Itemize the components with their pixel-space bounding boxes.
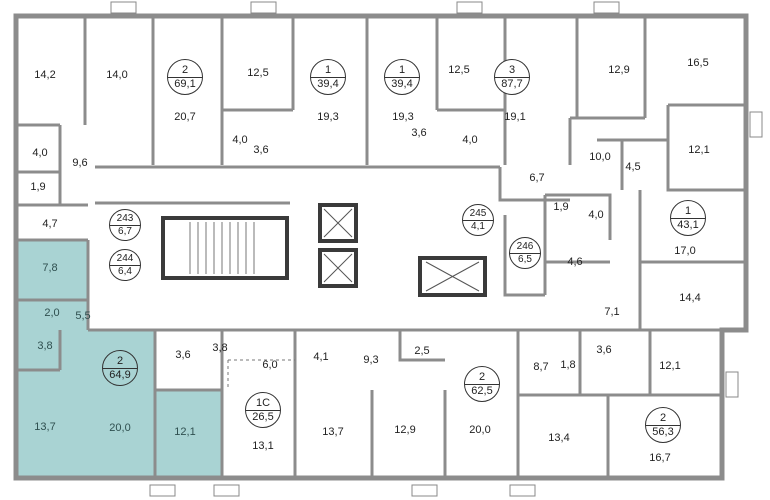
- utility-number: 244: [110, 253, 140, 266]
- room-area: 17,0: [674, 245, 696, 257]
- apartment-area: 87,7: [501, 77, 523, 90]
- utility-number: 246: [510, 241, 540, 254]
- room-area: 4,6: [567, 256, 583, 268]
- room-area: 12,1: [659, 360, 681, 372]
- room-area: 19,3: [392, 111, 414, 123]
- room-area: 1,9: [30, 181, 46, 193]
- apartment-area: 26,5: [252, 410, 274, 423]
- utility-area: 6,4: [118, 265, 132, 277]
- room-area: 3,6: [596, 344, 612, 356]
- room-area: 6,7: [529, 172, 545, 184]
- room-count: 2: [465, 371, 499, 385]
- room-area: 3,6: [253, 144, 269, 156]
- room-area: 14,0: [106, 69, 128, 81]
- room-area: 4,0: [588, 209, 604, 221]
- apartment-area: 43,1: [677, 218, 699, 231]
- room-area: 4,7: [42, 218, 58, 230]
- room-count: 1: [311, 64, 345, 78]
- room-area: 12,5: [448, 64, 470, 76]
- stairs-icon: [189, 222, 255, 274]
- room-area: 20,0: [109, 422, 131, 434]
- inner-walls: [16, 16, 746, 478]
- balconies: [110, 1, 763, 497]
- room-area: 12,1: [174, 426, 196, 438]
- room-count: 1: [385, 64, 419, 78]
- room-area: 6,0: [262, 359, 278, 371]
- room-area: 19,3: [317, 111, 339, 123]
- room-area: 16,7: [649, 452, 671, 464]
- apartment-area: 39,4: [391, 77, 413, 90]
- room-area: 4,1: [313, 351, 329, 363]
- apartment-area: 62,5: [471, 384, 493, 397]
- room-area: 12,9: [608, 64, 630, 76]
- room-area: 9,3: [363, 354, 379, 366]
- room-area: 14,2: [34, 69, 56, 81]
- apartment-area: 39,4: [317, 77, 339, 90]
- room-area: 3,8: [212, 342, 228, 354]
- utility-number: 243: [110, 213, 140, 226]
- room-area: 20,0: [469, 424, 491, 436]
- room-area: 16,5: [687, 57, 709, 69]
- room-area: 12,5: [247, 67, 269, 79]
- apartment-area: 64,9: [109, 368, 131, 381]
- room-count: 2: [168, 64, 202, 78]
- room-area: 13,4: [548, 432, 570, 444]
- outer-wall: [13, 13, 749, 481]
- room-area: 4,0: [32, 147, 48, 159]
- room-area: 12,9: [394, 424, 416, 436]
- utility-number: 245: [463, 208, 493, 221]
- room-area: 8,7: [533, 361, 549, 373]
- room-count: 2: [646, 412, 680, 426]
- room-area: 3,6: [411, 127, 427, 139]
- room-area: 3,8: [37, 340, 53, 352]
- utility-area: 4,1: [471, 220, 485, 232]
- room-area: 13,7: [34, 421, 56, 433]
- room-count: 1С: [246, 397, 280, 411]
- apartment-area: 69,1: [174, 77, 196, 90]
- room-area: 3,6: [175, 349, 191, 361]
- room-area: 12,1: [688, 144, 710, 156]
- room-area: 9,6: [72, 157, 88, 169]
- room-area: 1,9: [553, 201, 569, 213]
- room-area: 4,5: [625, 161, 641, 173]
- room-area: 1,8: [560, 359, 576, 371]
- room-count: 1: [671, 205, 705, 219]
- room-area: 10,0: [589, 151, 611, 163]
- room-area: 2,5: [414, 345, 430, 357]
- room-area: 19,1: [504, 111, 526, 123]
- utility-area: 6,5: [518, 253, 532, 265]
- room-area: 14,4: [679, 292, 701, 304]
- room-count: 3: [495, 64, 529, 78]
- room-area: 2,0: [44, 307, 60, 319]
- core-walls: [161, 203, 487, 297]
- room-count: 2: [103, 355, 137, 369]
- room-area: 5,5: [75, 310, 91, 322]
- elevator-icons: [323, 208, 480, 292]
- room-area: 20,7: [174, 111, 196, 123]
- room-area: 13,7: [322, 426, 344, 438]
- room-area: 7,1: [604, 306, 620, 318]
- room-area: 7,8: [42, 262, 58, 274]
- room-area: 4,0: [462, 134, 478, 146]
- apartment-area: 56,3: [652, 425, 674, 438]
- utility-area: 6,7: [118, 225, 132, 237]
- room-area: 13,1: [252, 440, 274, 452]
- room-area: 4,0: [232, 134, 248, 146]
